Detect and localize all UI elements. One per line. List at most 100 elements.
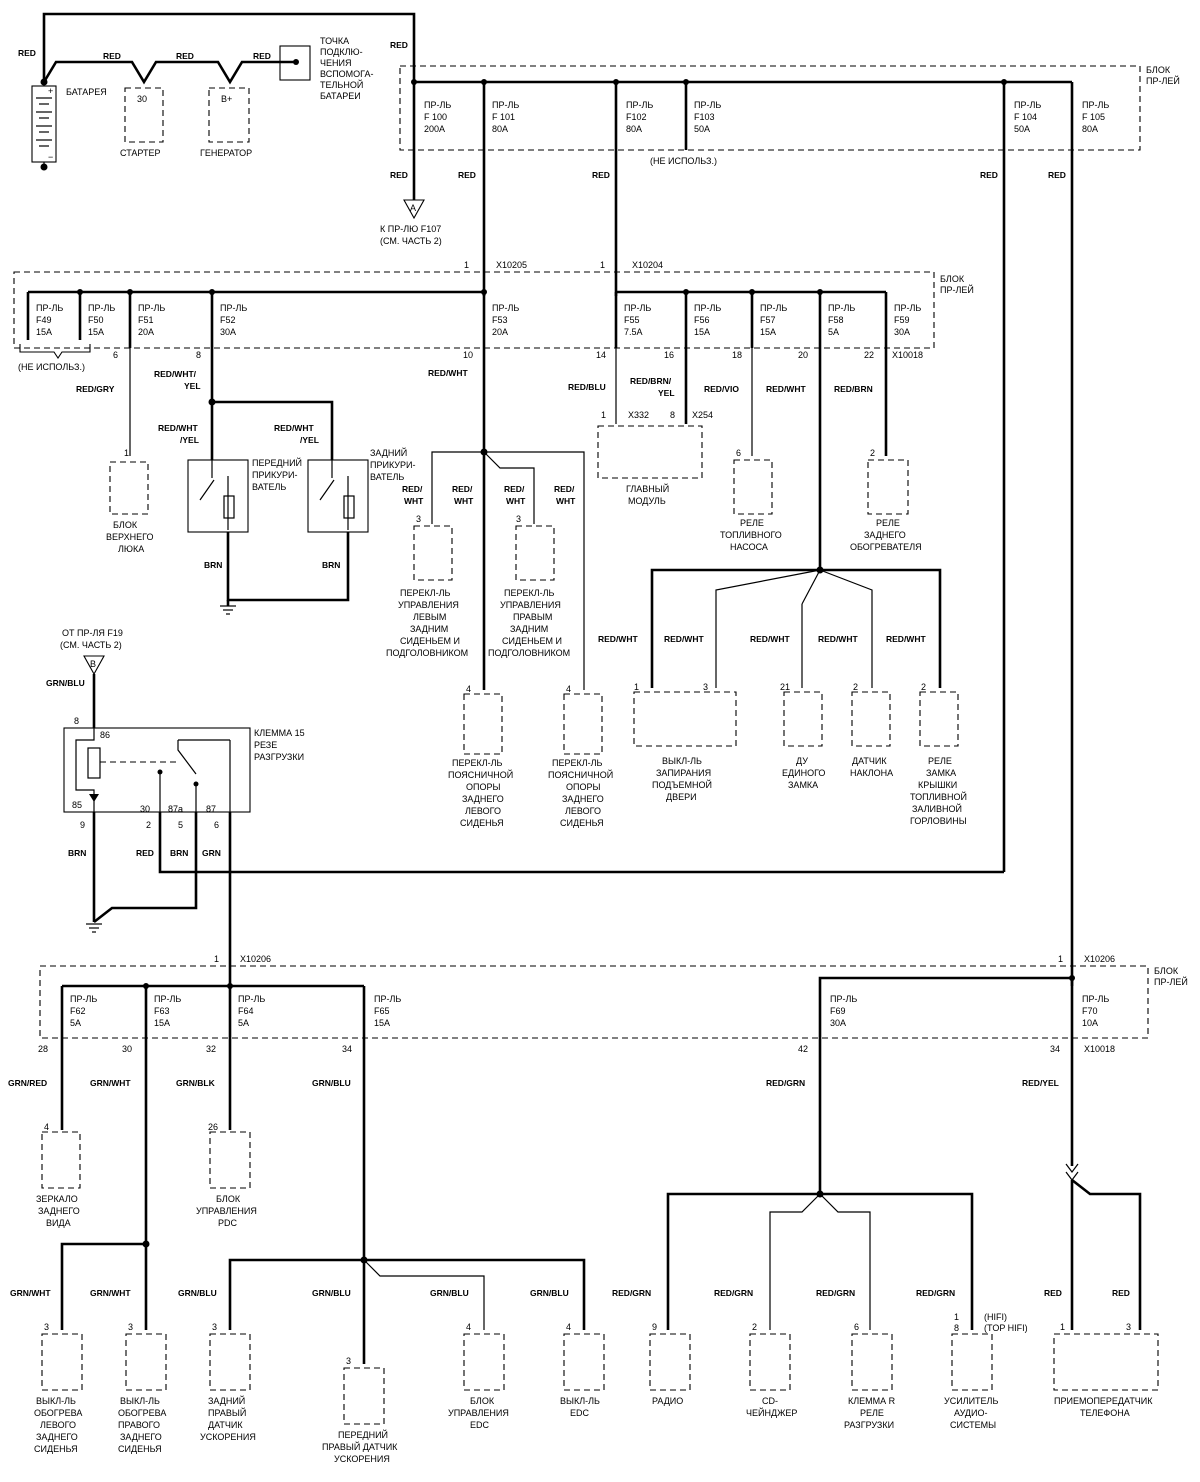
svg-text:42: 42 [798, 1044, 808, 1054]
wire-red-4: RED [253, 51, 271, 61]
starter [124, 87, 164, 143]
svg-text:RED/WHT: RED/WHT [664, 634, 704, 644]
svg-text:30A: 30A [220, 327, 236, 337]
svg-text:ГЛАВНЫЙ: ГЛАВНЫЙ [626, 483, 669, 494]
svg-text:ПР-ЛЬ: ПР-ЛЬ [894, 303, 921, 313]
svg-text:(СМ. ЧАСТЬ 2): (СМ. ЧАСТЬ 2) [380, 236, 442, 246]
svg-text:ОТ ПР-ЛЯ F19: ОТ ПР-ЛЯ F19 [62, 628, 123, 638]
mid-circuits: RED/GRY 1 БЛОК ВЕРХНЕГО ЛЮКА RED/WHT/ YE… [76, 348, 967, 828]
svg-text:ПР-ЛЬ: ПР-ЛЬ [36, 303, 63, 313]
svg-text:ЗАПИРАНИЯ: ЗАПИРАНИЯ [656, 768, 711, 778]
aux-battery-point [279, 45, 311, 81]
svg-text:1: 1 [634, 682, 639, 692]
svg-text:80A: 80A [492, 124, 508, 134]
pdc-label: БЛОК УПРАВЛЕНИЯ PDC [196, 1194, 257, 1228]
svg-text:6: 6 [214, 820, 219, 830]
svg-text:ТОПЛИВНОЙ: ТОПЛИВНОЙ [910, 791, 967, 802]
svg-text:F49: F49 [36, 315, 52, 325]
svg-text:4: 4 [566, 1322, 571, 1332]
svg-text:ЧЕНИЯ: ЧЕНИЯ [320, 58, 351, 68]
svg-text:ПОДКЛЮ-: ПОДКЛЮ- [320, 47, 363, 57]
svg-text:ЛЕВОГО: ЛЕВОГО [465, 806, 501, 816]
svg-text:RED: RED [980, 170, 998, 180]
svg-text:GRN/BLU: GRN/BLU [530, 1288, 569, 1298]
wire-red-3: RED [176, 51, 194, 61]
svg-text:СИДЕНЬЕМ И: СИДЕНЬЕМ И [502, 636, 562, 646]
svg-text:10A: 10A [1082, 1018, 1098, 1028]
svg-text:14: 14 [596, 350, 606, 360]
k15-relay-label: КЛЕММА 15 РЕЗЕ РАЗГРУЗКИ [254, 728, 305, 762]
svg-text:УСКОРЕНИЯ: УСКОРЕНИЯ [334, 1454, 390, 1464]
fuse-f51: ПР-ЛЬ F51 20A 6 [113, 303, 165, 360]
svg-text:ЗАДНЕГО: ЗАДНЕГО [38, 1206, 80, 1216]
svg-text:ДВЕРИ: ДВЕРИ [666, 792, 697, 802]
svg-text:6: 6 [854, 1322, 859, 1332]
svg-text:30A: 30A [894, 327, 910, 337]
svg-text:ПР-ЛЬ: ПР-ЛЬ [626, 100, 653, 110]
bottom-circuits: GRN/RED 4 ЗЕРКАЛО ЗАДНЕГО ВИДА GRN/WHT G… [8, 1040, 1159, 1464]
svg-text:F53: F53 [492, 315, 508, 325]
fuse-f49: ПР-ЛЬ F49 15A [36, 303, 63, 337]
svg-text:5: 5 [178, 820, 183, 830]
svg-text:20: 20 [798, 350, 808, 360]
svg-text:RED: RED [592, 170, 610, 180]
svg-text:2: 2 [146, 820, 151, 830]
svg-text:ЗАЛИВНОЙ: ЗАЛИВНОЙ [912, 803, 962, 814]
svg-text:F50: F50 [88, 315, 104, 325]
fuse-f50: ПР-ЛЬ F50 15A [88, 303, 115, 337]
svg-text:ПР-ЛЬ: ПР-ЛЬ [238, 994, 265, 1004]
fuse-f59: ПР-ЛЬ F59 30A 22 [864, 303, 921, 360]
aux-point-label: ТОЧКА ПОДКЛЮ- ЧЕНИЯ ВСПОМОГА- ТЕЛЬНОЙ БА… [320, 36, 373, 101]
svg-text:3: 3 [703, 682, 708, 692]
svg-text:4: 4 [44, 1122, 49, 1132]
seat-heat-left-label: ВЫКЛ-ЛЬ ОБОГРЕВА ЛЕВОГО ЗАДНЕГО СИДЕНЬЯ [34, 1396, 82, 1454]
svg-text:ОБОГРЕВАТЕЛЯ: ОБОГРЕВАТЕЛЯ [850, 542, 922, 552]
svg-text:УПРАВЛЕНИЯ: УПРАВЛЕНИЯ [500, 600, 561, 610]
svg-text:RED/BRN: RED/BRN [834, 384, 873, 394]
svg-text:2: 2 [752, 1322, 757, 1332]
svg-text:F65: F65 [374, 1006, 390, 1016]
svg-text:RED/YEL: RED/YEL [1022, 1078, 1059, 1088]
fuse-block-3: БЛОК ПР-ЛЕЙ 1 X10206 1 X10206 X10018 ПР-… [38, 954, 1188, 1054]
svg-text:F102: F102 [626, 112, 647, 122]
svg-text:8: 8 [954, 1323, 959, 1333]
svg-text:F59: F59 [894, 315, 910, 325]
seat-switch-right [515, 525, 555, 581]
fuse-f53: ПР-ЛЬ F53 20A 10 [463, 303, 519, 360]
svg-text:18: 18 [732, 350, 742, 360]
lumbar-switch-left-label: ПЕРЕКЛ-ЛЬ ПОЯСНИЧНОЙ ОПОРЫ ЗАДНЕГО ЛЕВОГ… [448, 758, 513, 828]
svg-text:30: 30 [122, 1044, 132, 1054]
svg-text:RED/WHT: RED/WHT [886, 634, 926, 644]
svg-text:F55: F55 [624, 315, 640, 325]
k15-relay [63, 727, 251, 813]
edc-unit-label: БЛОК УПРАВЛЕНИЯ EDC [448, 1396, 509, 1430]
svg-text:3: 3 [516, 514, 521, 524]
fuse-f104: ПР-ЛЬ F 104 50A [1014, 100, 1041, 134]
svg-text:F52: F52 [220, 315, 236, 325]
svg-text:ОПОРЫ: ОПОРЫ [566, 782, 600, 792]
battery-section: + − БАТАРЕЯ RED RED RED RED RED 30 СТАРТ… [18, 12, 416, 171]
svg-text:GRN/BLU: GRN/BLU [312, 1078, 351, 1088]
svg-text:ЗАДНЕГО: ЗАДНЕГО [120, 1432, 162, 1442]
amplifier-label: УСИЛИТЕЛЬ АУДИО- СИСТЕМЫ [944, 1396, 998, 1430]
svg-text:BRN: BRN [170, 848, 188, 858]
rear-heater-relay-label: РЕЛЕ ЗАДНЕГО ОБОГРЕВАТЕЛЯ [850, 518, 922, 552]
svg-text:ПР-ЛЕЙ: ПР-ЛЕЙ [1146, 75, 1180, 86]
svg-text:30A: 30A [830, 1018, 846, 1028]
svg-text:X10206: X10206 [240, 954, 271, 964]
svg-text:1: 1 [600, 260, 605, 270]
wire-red-1: RED [18, 48, 36, 58]
svg-text:F51: F51 [138, 315, 154, 325]
svg-text:BRN: BRN [68, 848, 86, 858]
svg-text:УПРАВЛЕНИЯ: УПРАВЛЕНИЯ [448, 1408, 509, 1418]
svg-text:BRN: BRN [204, 560, 222, 570]
svg-text:EDC: EDC [570, 1408, 590, 1418]
svg-text:87: 87 [206, 804, 216, 814]
svg-text:ДАТЧИК: ДАТЧИК [852, 756, 887, 766]
fuse-f65: ПР-ЛЬ F65 15A 34 [342, 994, 401, 1054]
svg-text:ПР-ЛЬ: ПР-ЛЬ [1082, 994, 1109, 1004]
svg-text:+: + [48, 86, 53, 96]
svg-text:УПРАВЛЕНИЯ: УПРАВЛЕНИЯ [196, 1206, 257, 1216]
svg-text:ПР-ЛЬ: ПР-ЛЬ [88, 303, 115, 313]
svg-text:ЛЕВОГО: ЛЕВОГО [565, 806, 601, 816]
